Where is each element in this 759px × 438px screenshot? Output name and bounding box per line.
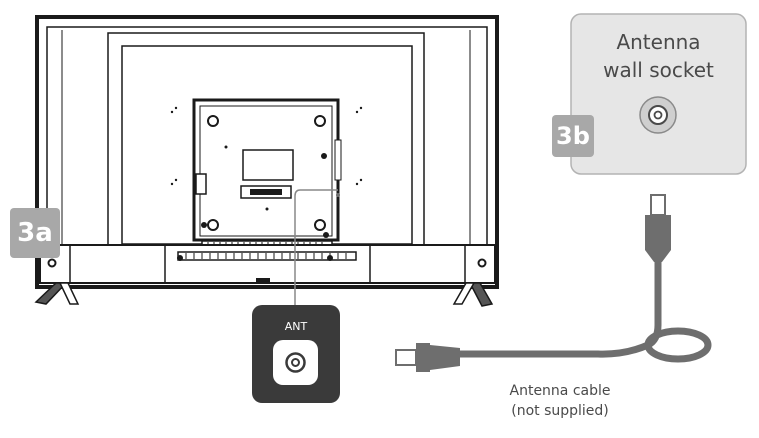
cable-label-line1: Antenna cable — [509, 383, 611, 399]
ant-port-panel — [252, 305, 340, 403]
cable-label-line2: (not supplied) — [511, 403, 609, 419]
tv-stand-right — [452, 282, 494, 307]
antenna-cable — [395, 194, 712, 372]
ant-port-label: ANT — [284, 320, 308, 333]
step-badge-3b: 3b — [552, 115, 594, 157]
wall-socket-title-line2: wall socket — [603, 58, 714, 82]
step-badge-3a: 3a — [10, 208, 60, 258]
wall-socket-title-line1: Antenna — [616, 30, 701, 54]
tv-back — [35, 15, 499, 289]
tv-stand-left — [34, 282, 80, 305]
ant-callout-line — [294, 189, 338, 305]
wall-socket-panel — [570, 13, 747, 175]
